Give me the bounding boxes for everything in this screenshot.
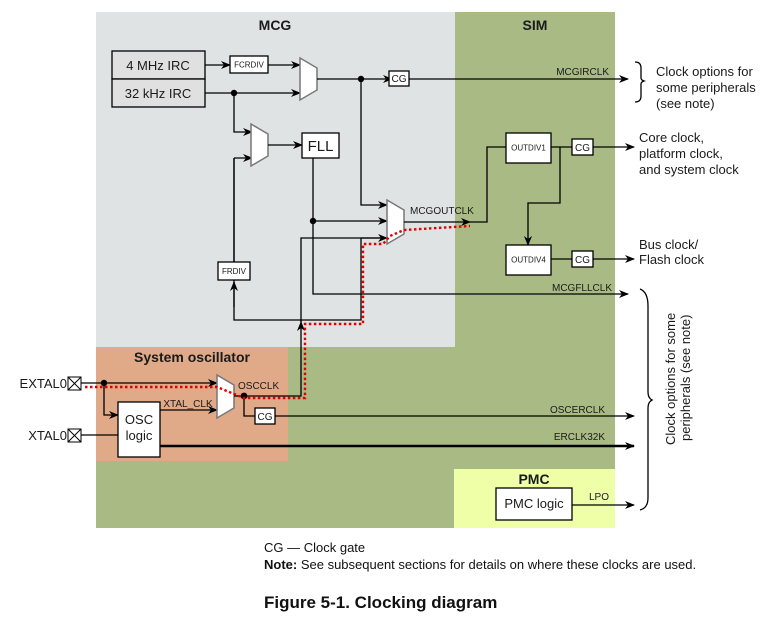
legend-cg: CG — Clock gate xyxy=(264,540,366,555)
pmc-title: PMC xyxy=(518,471,549,487)
legend-note: Note: See subsequent sections for detail… xyxy=(264,557,696,572)
osc-logic-line2: logic xyxy=(126,428,153,443)
pmc-logic-block xyxy=(495,487,573,521)
wire-oscclk-cg xyxy=(243,396,255,417)
wire-osc-mux3-path xyxy=(300,237,387,322)
mcgfllclk-label: MCGFLLCLK xyxy=(552,283,612,294)
wire-mcgfllclk xyxy=(312,158,629,298)
irc-4mhz-block xyxy=(111,50,206,80)
cg-core-label: CG xyxy=(575,143,590,154)
core-clock-line1: Core clock, xyxy=(639,130,704,145)
top-note-line2: some peripherals xyxy=(656,80,756,95)
erclk32k-label: ERCLK32K xyxy=(554,432,605,443)
extal0-pin-icon[interactable] xyxy=(67,376,82,391)
oscclk-label: OSCCLK xyxy=(238,381,279,392)
xtal0-label: XTAL0 xyxy=(28,428,67,443)
wire-outdiv1-outdiv4 xyxy=(524,147,561,246)
mux-irc xyxy=(299,56,318,102)
xtal0-pin-icon[interactable] xyxy=(67,428,82,443)
wire-extal-osc xyxy=(103,383,119,419)
extal0-label: EXTAL0 xyxy=(20,376,67,391)
pmc-logic-label: PMC logic xyxy=(504,496,564,511)
brace-top xyxy=(634,61,647,103)
irc-4mhz-label: 4 MHz IRC xyxy=(126,58,190,73)
cg-mcgirclk-label: CG xyxy=(392,74,407,85)
oscerclk-label: OSCERCLK xyxy=(550,405,605,416)
xtal-clk-label: XTAL_CLK xyxy=(163,399,213,410)
sim-title: SIM xyxy=(523,17,548,33)
red-clock-path xyxy=(85,224,471,400)
core-clock-line2: platform clock, xyxy=(639,146,723,161)
osc-logic-block xyxy=(117,401,161,458)
osc-logic-line1: OSC xyxy=(125,412,153,427)
side-note-line1: Clock options for some xyxy=(663,313,678,445)
side-note-line2: peripherals (see note) xyxy=(678,315,693,441)
mux-fll-ref xyxy=(250,122,269,168)
wire-oscclk-mcg xyxy=(244,392,302,397)
wire-to-outdiv1 xyxy=(470,146,507,223)
irc-32khz-block xyxy=(111,78,206,108)
fcrdiv-label: FCRDIV xyxy=(234,61,264,70)
fll-label: FLL xyxy=(308,138,334,155)
top-note-line1: Clock options for xyxy=(656,64,753,79)
outdiv1-block xyxy=(505,132,552,164)
frdiv-label: FRDIV xyxy=(222,267,247,276)
outdiv4-block xyxy=(505,244,552,276)
mcgirclk-label: MCGIRCLK xyxy=(556,67,609,78)
cg-bus-label: CG xyxy=(575,255,590,266)
mcgoutclk-label: MCGOUTCLK xyxy=(410,206,474,217)
wire-irc32k-mux2 xyxy=(233,93,253,136)
figure-title: Figure 5-1. Clocking diagram xyxy=(264,593,498,612)
mux-mcgout xyxy=(386,198,405,246)
note-text: See subsequent sections for details on w… xyxy=(297,557,697,572)
irc-32khz-label: 32 kHz IRC xyxy=(125,86,191,101)
bus-clock-line1: Bus clock/ xyxy=(639,237,699,252)
top-note-line3: (see note) xyxy=(656,96,715,111)
core-clock-line3: and system clock xyxy=(639,162,739,177)
wire-irc-mux3 xyxy=(360,79,388,209)
osc-title: System oscillator xyxy=(134,349,250,365)
note-label: Note: xyxy=(264,557,298,572)
cg-oscer-label: CG xyxy=(258,412,273,423)
wire-to-frdiv xyxy=(230,281,301,321)
brace-side xyxy=(639,288,654,511)
lpo-label: LPO xyxy=(589,492,609,503)
outdiv4-label: OUTDIV4 xyxy=(511,256,546,265)
bus-clock-line2: Flash clock xyxy=(639,252,705,267)
mcg-title: MCG xyxy=(259,17,292,33)
fll-block xyxy=(301,132,340,159)
outdiv1-label: OUTDIV1 xyxy=(511,144,546,153)
mux-osc xyxy=(216,373,235,420)
